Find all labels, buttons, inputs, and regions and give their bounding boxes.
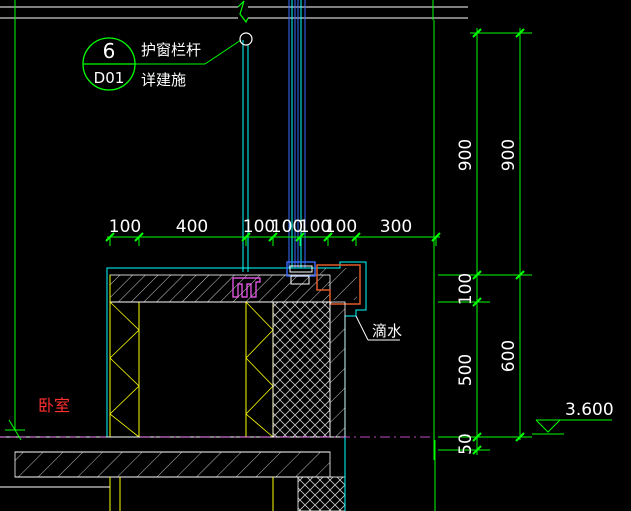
floor-slab — [0, 436, 436, 511]
dim-top-7: 300 — [380, 217, 412, 237]
dim-tick-right — [472, 445, 482, 455]
window-frame-profiles — [232, 261, 316, 298]
dim-top-6: 100 — [325, 217, 357, 237]
dim-tick-right — [472, 28, 482, 38]
dim-tick-right — [472, 270, 482, 280]
detail-callout: 6 D01 护窗栏杆 详建施 — [82, 32, 253, 91]
dim-right-inner-4: 50 — [456, 433, 476, 455]
top-dimension-line: 100 400 100 100 100 100 300 — [105, 217, 441, 246]
window-frame-lines — [242, 0, 306, 272]
dim-right-inner-1: 900 — [456, 139, 476, 171]
callout-note-2: 详建施 — [141, 71, 186, 89]
dim-tick-right — [515, 432, 525, 442]
callout-sheet: D01 — [94, 69, 125, 87]
dim-tick-right — [515, 28, 525, 38]
dim-tick-right — [515, 270, 525, 280]
drip-label: 滴水 — [372, 322, 402, 340]
elevation-value: 3.600 — [565, 400, 614, 420]
dim-top-5: 100 — [299, 217, 331, 237]
callout-note-1: 护窗栏杆 — [141, 41, 201, 59]
drip-callout: 滴水 — [355, 315, 402, 341]
callout-number: 6 — [103, 39, 116, 63]
break-line — [5, 419, 25, 441]
dim-top-1: 100 — [109, 217, 141, 237]
dim-top-2: 400 — [176, 217, 208, 237]
room-label: 卧室 — [38, 396, 70, 415]
leader-end-circle — [239, 32, 253, 46]
dim-tick-right — [472, 432, 482, 442]
upper-slab-lines — [0, 0, 468, 24]
dim-tick-right — [472, 297, 482, 307]
dim-right-outer-2: 600 — [499, 340, 519, 372]
dim-right-outer-1: 900 — [499, 139, 519, 171]
elevation-marker: 3.600 — [532, 400, 614, 435]
right-dimension-lines: 900 100 500 50 900 600 — [433, 20, 532, 460]
dim-top-4: 100 — [271, 217, 303, 237]
dim-right-inner-3: 500 — [456, 354, 476, 386]
parapet-structure — [106, 261, 367, 438]
dim-right-inner-2: 100 — [456, 273, 476, 305]
dim-top-3: 100 — [243, 217, 275, 237]
